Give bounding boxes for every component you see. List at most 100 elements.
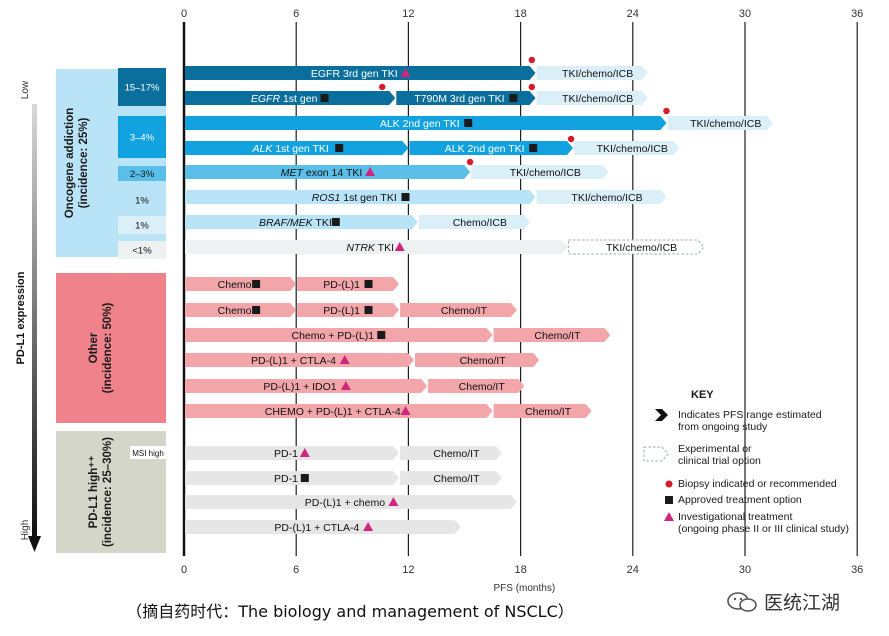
row-1-label-italic: EGFR [251,93,281,105]
row-12-label: PD-(L)1 + IDO1 [263,381,336,393]
row-9-segment-a [185,303,297,317]
key-title: KEY [691,389,714,401]
tick-top-0: 0 [181,8,187,20]
row-1-mid-label: T790M 3rd gen TKI [414,93,504,105]
group-label-line: (incidence: 25%) [78,117,90,208]
row-15-bar [185,471,400,485]
tick-bottom-0: 0 [181,564,187,576]
row-5-next-bar [536,190,667,204]
key-biopsy-icon [665,480,673,488]
incidence-label-2: 2–3% [130,169,155,180]
group-label-line: Other [88,332,100,363]
row-3-label-marker [335,144,344,152]
row-6-label: BRAF/MEK TKI [259,217,332,229]
key-item-line: (ongoing phase II or III clinical study) [678,523,849,535]
row-0-next-label: TKI/chemo/ICB [562,68,633,80]
incidence-label-1: 3–4% [130,133,155,144]
incidence-tag-3 [118,191,166,209]
group-label-line: PD-L1 high⁺⁺ [88,456,100,529]
row-16-label-marker [388,497,399,506]
row-5-label-rest: 1st gen TKI [340,192,396,204]
row-12-label-marker [340,381,351,390]
incidence-label-5: <1% [132,246,152,257]
row-4-label-marker [365,167,376,176]
tick-bottom-6: 6 [293,564,299,576]
row-1-mid-label-marker [509,94,518,102]
tick-bottom-18: 18 [514,564,526,576]
group-label-1: Other(incidence: 50%) [88,302,114,393]
row-6-label-marker [331,218,340,226]
row-3-next-bar [573,141,680,155]
row-11-label: PD-(L)1 + CTLA-4 [251,355,336,367]
row-9-label-marker [252,306,261,314]
row-7-label: NTRK TKI [346,242,394,254]
row-3-next-label: TKI/chemo/ICB [597,143,668,155]
tick-top-24: 24 [627,8,639,20]
row-4-next-bar [471,165,609,179]
row-3-label: ALK 1st gen TKI [252,143,329,155]
pdl1-axis-bar [32,104,37,536]
row-2-label-marker [464,119,473,127]
row-6-next-bar [418,215,530,229]
row-10-next-bar [493,328,611,342]
side-title: PD-L1 expression [15,271,27,364]
row-16-label: PD-(L)1 + chemo [305,497,385,509]
source-caption: （摘自药时代：The biology and management of NSC… [126,602,574,621]
row-10-label: Chemo + PD-(L)1 [291,330,374,342]
row-14-label: PD-1 [274,448,298,460]
key-chevron-icon [655,409,668,421]
row-13-label: CHEMO + PD-(L)1 + CTLA-4 [265,406,401,418]
row-7-bar [185,240,568,254]
row-3-segment-a [185,141,409,155]
row-1-label-marker [320,94,329,102]
row-17-label: PD-(L)1 + CTLA-4 [274,522,359,534]
row-10-next-label: Chemo/IT [534,330,581,342]
row-4-label-italic: MET [281,167,305,179]
row-1-next-bar [536,91,648,105]
biopsy-dot-2 [528,83,536,91]
row-8-segment-a [185,277,297,291]
incidence-label-4: 1% [135,221,149,232]
biopsy-dot-1 [379,83,386,91]
row-17-bar [185,520,461,534]
row-8-mid-label-marker [364,280,373,288]
tick-top-36: 36 [851,8,863,20]
row-11-bar [185,353,415,367]
row-12-next-label: Chemo/IT [459,381,506,393]
row-10-label-marker [377,331,386,339]
side-low-label: Low [20,80,31,99]
row-8-mid-label: PD-(L)1 [323,279,360,291]
key-item-4: Investigational treatment(ongoing phase … [678,511,849,535]
group-panel-1 [56,273,166,423]
row-13-bar [185,404,493,418]
row-8-segment-b [297,277,400,291]
brand-watermark: 医统江湖 [726,588,840,615]
row-9-label: Chemo [218,305,252,317]
row-17-label-marker [363,522,374,531]
key-square-icon [665,496,673,504]
row-1-next-label: TKI/chemo/ICB [562,93,633,105]
incidence-tag-4 [118,216,166,234]
row-2-next-label: TKI/chemo/ICB [690,118,761,130]
key-item-line: Investigational treatment [678,511,792,523]
tick-top-6: 6 [293,8,299,20]
row-3-label-italic: ALK [252,143,274,155]
row-15-label: PD-1 [274,473,298,485]
row-5-next-label: TKI/chemo/ICB [571,192,642,204]
row-7-label-rest: TKI [375,242,394,254]
incidence-label-0: 15–17% [125,83,160,94]
row-10-bar [185,328,493,342]
row-14-next-label: Chemo/IT [433,448,480,460]
tick-top-30: 30 [739,8,751,20]
group-label-line: (incidence: 25–30%) [102,437,114,547]
key-item-line: clinical trial option [678,455,761,467]
key-item-2: Biopsy indicated or recommended [678,478,837,490]
row-14-label-marker [299,448,310,457]
row-2-bar [185,116,667,130]
incidence-tag-0 [118,68,166,106]
key-item-line: Biopsy indicated or recommended [678,478,837,490]
row-13-next-bar [493,404,592,418]
